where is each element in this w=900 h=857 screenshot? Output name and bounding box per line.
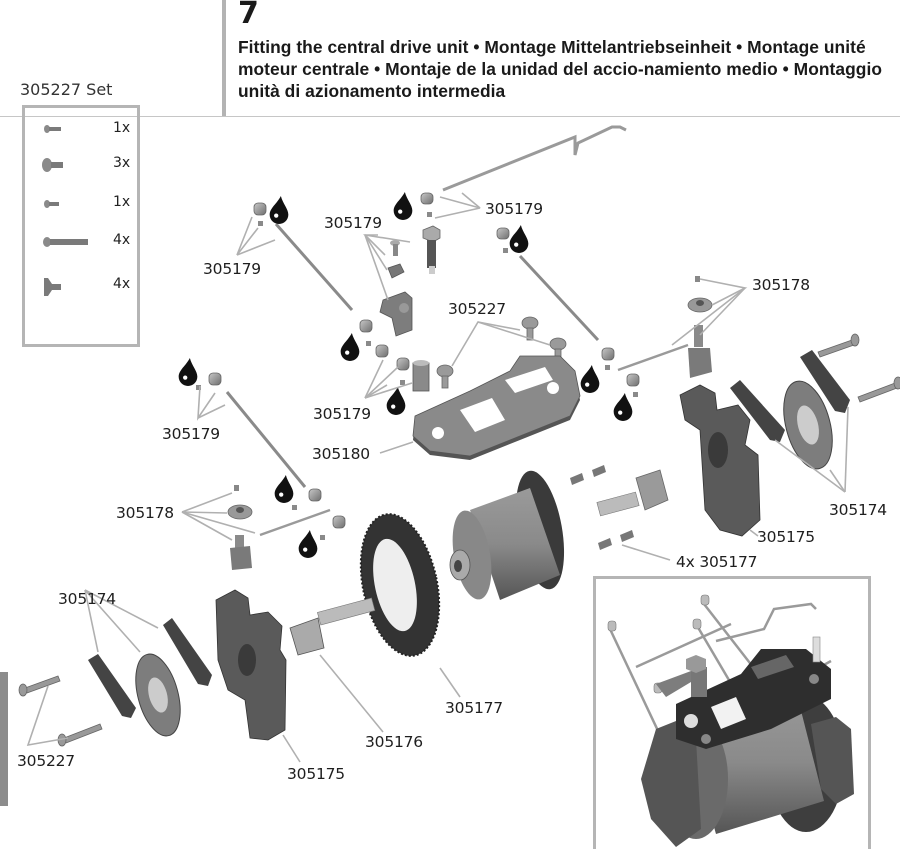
plate-screws (436, 316, 567, 389)
step-number: 7 (238, 0, 259, 31)
bellcrank-nut (387, 263, 405, 279)
screw-set-box: 1x 3x 1x 4x 4x (22, 105, 140, 347)
linkage-rod (617, 343, 689, 372)
part-label: 305227 (448, 300, 506, 318)
screw-set-row: 1x (25, 120, 137, 140)
linkage-rod (225, 391, 307, 488)
header-rule (0, 116, 900, 117)
screw-qty: 1x (113, 194, 131, 210)
left-brake-parts (88, 618, 212, 737)
bellcrank-bushing (412, 360, 430, 392)
step-divider (222, 0, 226, 116)
ball-joints (208, 192, 640, 529)
part-label: 4x 305177 (676, 553, 758, 571)
countersunk-screws (570, 465, 634, 550)
long-screw-icon (43, 237, 88, 247)
part-label: 305180 (312, 445, 370, 463)
screw-set-title: 305227 Set (20, 80, 113, 99)
right-brake-parts (730, 350, 850, 470)
part-label: 305175 (287, 765, 345, 783)
top-plate (412, 355, 581, 460)
leader-lines (26, 192, 849, 763)
part-label: 305179 (485, 200, 543, 218)
assembled-view-inset (593, 576, 871, 849)
differential-case (449, 470, 565, 600)
part-label: 305178 (116, 504, 174, 522)
page-side-tab (0, 672, 8, 806)
part-label: 305179 (203, 260, 261, 278)
bellcrank-screw (390, 240, 400, 256)
part-label: 305175 (757, 528, 815, 546)
part-label: 305176 (365, 733, 423, 751)
small-screw-icon (44, 125, 61, 133)
linkage-rod (518, 254, 600, 342)
button-head-screw-icon (42, 158, 63, 172)
linkage-rod (259, 508, 331, 537)
linkage-rod (274, 223, 354, 311)
screw-set-row: 1x (25, 194, 137, 214)
left-long-screws (18, 675, 103, 747)
part-label: 305179 (162, 425, 220, 443)
screw-qty: 3x (113, 155, 131, 171)
part-label: 305174 (829, 501, 887, 519)
countersunk-screw-icon (44, 278, 61, 296)
right-outdrive (596, 469, 669, 517)
steering-link-rod (442, 125, 627, 192)
screw-qty: 4x (113, 276, 131, 292)
part-label: 305179 (324, 214, 382, 232)
bellcrank-post (422, 225, 441, 274)
left-bulkhead (215, 589, 287, 741)
screw-set-row: 3x (25, 155, 137, 175)
part-label: 305227 (17, 752, 75, 770)
left-outdrive (289, 597, 376, 656)
part-label: 305179 (313, 405, 371, 423)
screw-set-row: 4x (25, 276, 137, 296)
assembled-unit-render (607, 594, 854, 847)
part-label: 305177 (445, 699, 503, 717)
part-label: 305174 (58, 590, 116, 608)
right-long-screws (817, 333, 900, 403)
right-bulkhead (679, 384, 761, 537)
servo-saver-right (687, 276, 713, 378)
screw-qty: 4x (113, 232, 131, 248)
bellcrank-arm (379, 291, 413, 337)
step-title: Fitting the central drive unit • Montage… (238, 37, 883, 101)
small-screw-icon (44, 200, 59, 208)
part-label: 305178 (752, 276, 810, 294)
set-screws (196, 212, 638, 540)
screw-set-row: 4x (25, 232, 137, 252)
spur-gear (359, 513, 441, 657)
servo-saver-left (227, 485, 253, 570)
screw-qty: 1x (113, 120, 131, 136)
